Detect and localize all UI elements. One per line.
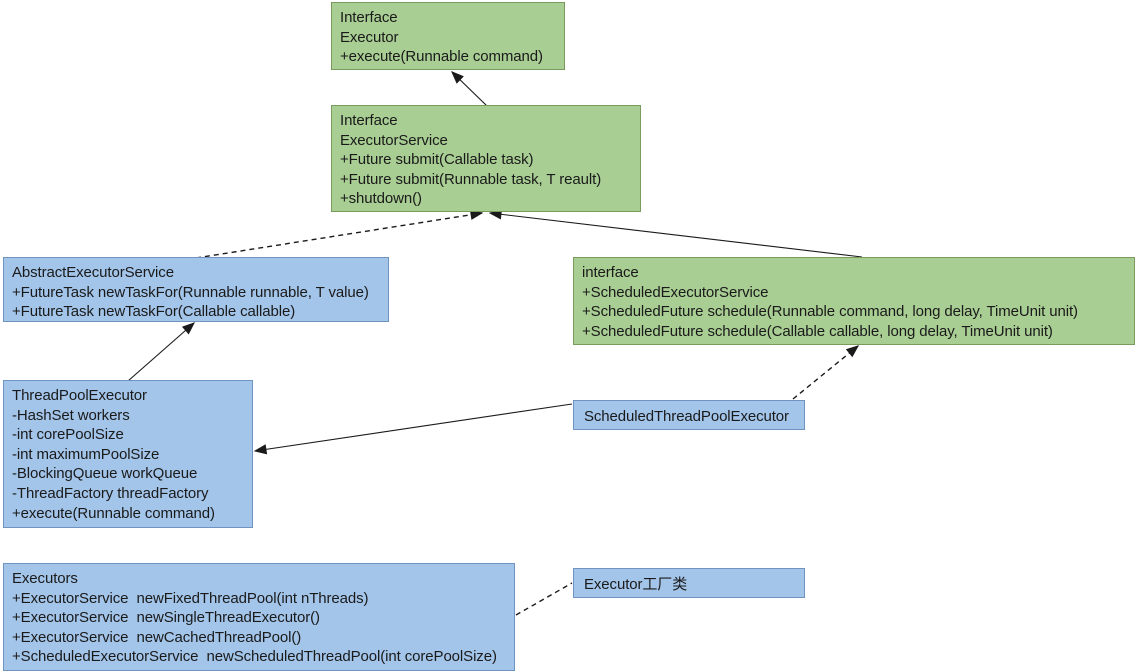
uml-node-header: ThreadPoolExecutor [12, 387, 147, 404]
uml-node-member: +ScheduledExecutorService newScheduledTh… [12, 648, 497, 666]
uml-node-member: +ScheduledFuture schedule(Callable calla… [582, 322, 1053, 340]
uml-node-executors[interactable]: Executors +ExecutorService newFixedThread… [3, 563, 515, 671]
connector-executorservice-extends-executor [451, 71, 488, 107]
uml-node-member: +Future submit(Runnable task, T reault) [340, 170, 602, 188]
uml-node-header: AbstractExecutorService [12, 264, 174, 281]
uml-node-member: +Future submit(Callable task) [340, 151, 534, 169]
uml-node-member: +shutdown() [340, 190, 422, 208]
uml-node-scheduled-executor-service[interactable]: interface +ScheduledExecutorService +Sched… [573, 257, 1135, 345]
uml-node-header: Executor工厂类 [584, 576, 688, 593]
connector-scheduledexecutorservice-extends-executorservice [488, 209, 863, 258]
connector-threadpoolexecutor-extends-abstractexecutorservice [127, 322, 196, 382]
uml-node-member: ExecutorService [340, 131, 448, 149]
uml-node-abstract-executor-service[interactable]: AbstractExecutorService +FutureTask newTa… [3, 257, 389, 322]
uml-node-header: ScheduledThreadPoolExecutor [584, 408, 789, 425]
connector-abstractexecutorservice-implements-executorservice [195, 209, 484, 259]
uml-node-member: +execute(Runnable command) [12, 504, 215, 522]
uml-node-member: +ExecutorService newSingleThreadExecutor… [12, 609, 320, 627]
uml-node-member: -int corePoolSize [12, 426, 124, 444]
connector-scheduledthreadpoolexecutor-extends-threadpoolexecutor [253, 403, 573, 455]
uml-node-member: +execute(Runnable command) [340, 48, 543, 66]
uml-node-thread-pool-executor[interactable]: ThreadPoolExecutor -HashSet workers -int c… [3, 380, 253, 528]
uml-node-header: Interface [340, 112, 398, 129]
uml-node-member: -HashSet workers [12, 406, 130, 424]
uml-node-header: interface [582, 264, 639, 281]
uml-node-member: -ThreadFactory threadFactory [12, 484, 209, 502]
uml-node-member: Executor [340, 28, 399, 46]
connector-executors-note-link [515, 582, 573, 616]
uml-node-member: -BlockingQueue workQueue [12, 465, 198, 483]
uml-node-member: +ExecutorService newFixedThreadPool(int … [12, 589, 369, 607]
uml-node-executor-factory-note[interactable]: Executor工厂类 [573, 568, 805, 598]
uml-node-header: Interface [340, 9, 398, 26]
uml-node-member: +FutureTask newTaskFor(Callable callable… [12, 303, 296, 321]
connector-scheduledthreadpoolexecutor-implements-scheduledexecutorservice [792, 345, 860, 400]
uml-node-member: +ScheduledExecutorService [582, 283, 769, 301]
uml-node-scheduled-thread-pool-executor[interactable]: ScheduledThreadPoolExecutor [573, 400, 805, 430]
uml-node-member: +ScheduledFuture schedule(Runnable comma… [582, 303, 1078, 321]
uml-node-member: +FutureTask newTaskFor(Runnable runnable… [12, 283, 369, 301]
uml-node-header: Executors [12, 570, 78, 587]
uml-node-member: +ExecutorService newCachedThreadPool() [12, 628, 302, 646]
uml-node-member: -int maximumPoolSize [12, 445, 160, 463]
